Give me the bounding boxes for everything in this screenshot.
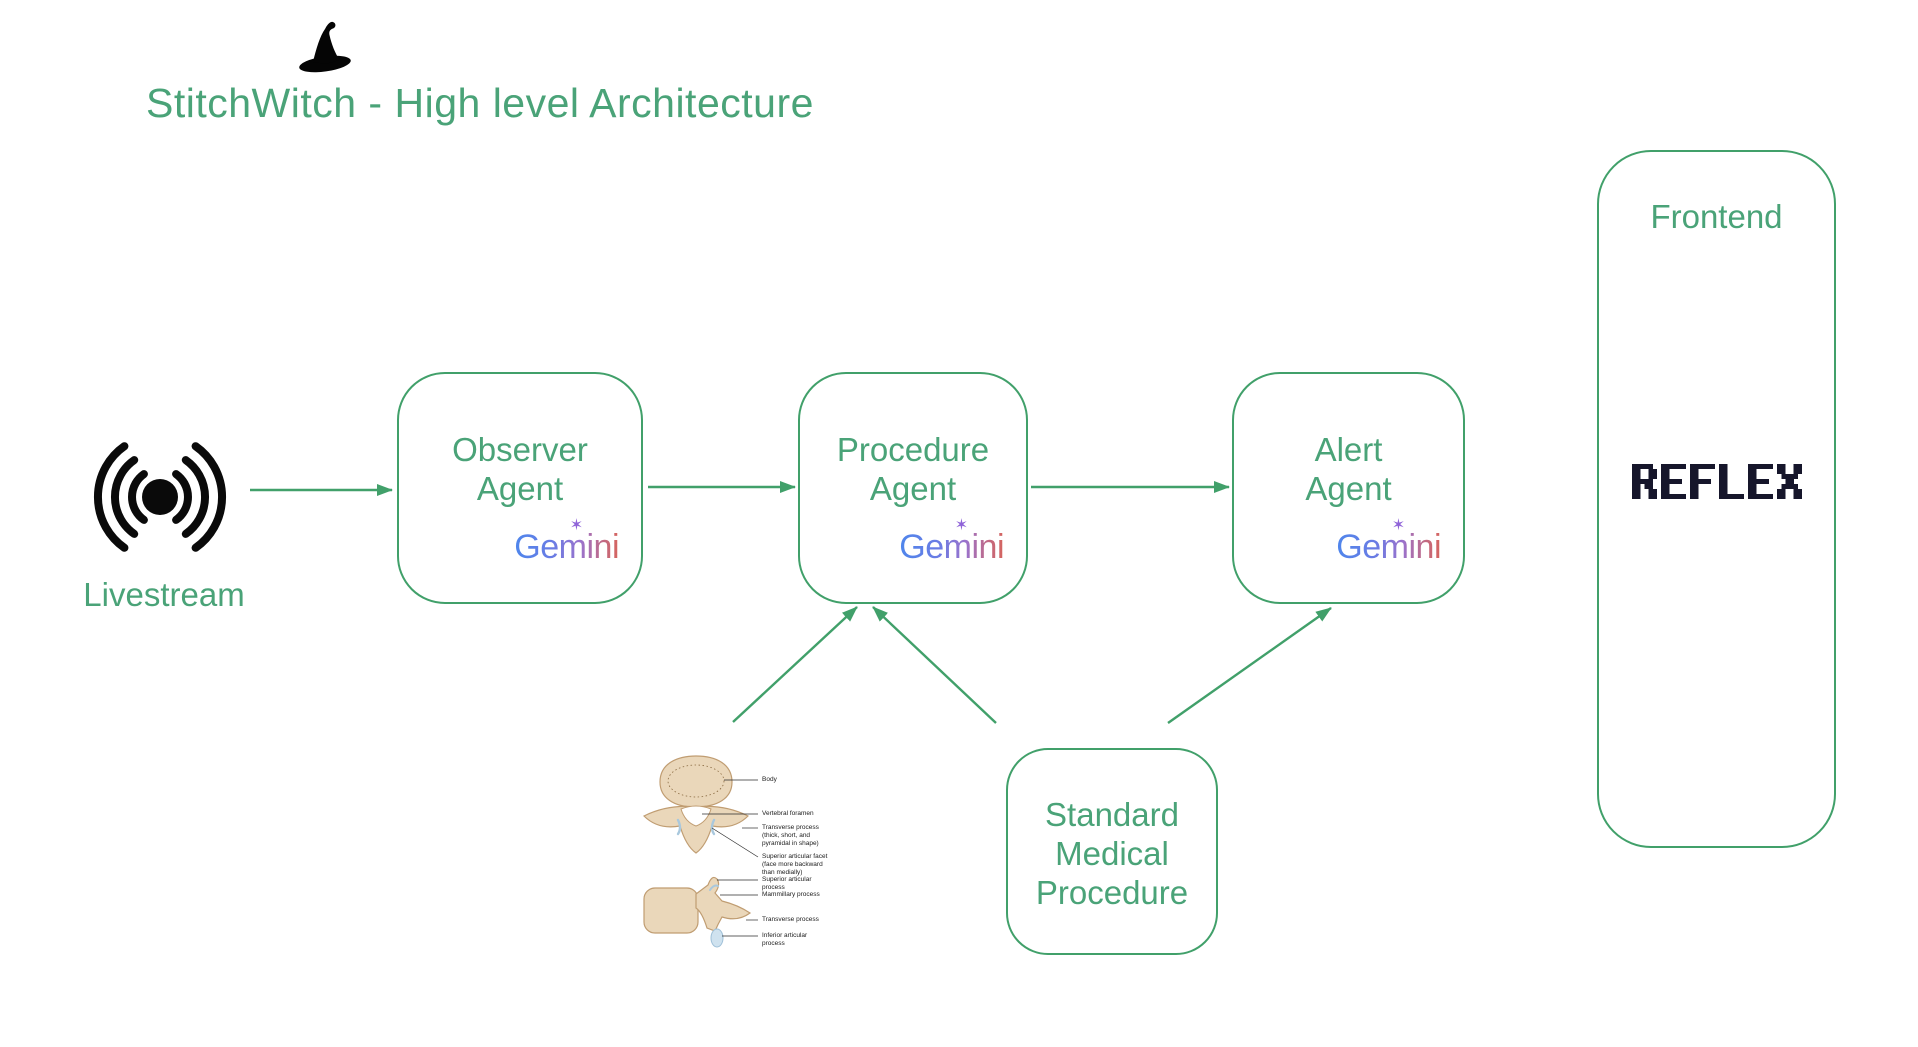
gemini-wordmark: Gemini [899,528,1004,566]
node-frontend: Frontend [1597,150,1836,848]
vertebra-illustration [642,755,759,948]
smp-label: Standard Medical Procedure [1035,796,1189,911]
node-standard-medical-procedure: Standard Medical Procedure [1006,748,1218,955]
node-observer-agent: Observer Agent ✶ Gemini [397,372,643,604]
broadcast-icon [94,442,226,552]
livestream-label: Livestream [83,576,245,613]
gemini-wordmark: Gemini [1336,528,1441,566]
page-title: StitchWitch - High level Architecture [146,80,814,126]
vertebra-figure: Body Vertebral foramen Transverse proces… [638,752,853,977]
reflex-logo [1631,464,1802,499]
witch-hat-icon [299,21,351,73]
edge-smp-procedure [872,606,997,724]
alert-agent-label: Alert Agent [1305,431,1392,507]
gemini-logo: ✶ Gemini [514,517,619,572]
gemini-wordmark: Gemini [514,528,619,566]
vertebra-label-sup-process: Superior articular process [762,876,812,891]
vertebra-label-foramen: Vertebral foramen [762,810,814,817]
vertebra-label-transverse-side: Transverse process [762,916,819,923]
gemini-logo: ✶ Gemini [899,517,1004,572]
observer-agent-label: Observer Agent [452,431,588,507]
vertebra-label-transverse-top: Transverse process (thick, short, and py… [762,824,819,847]
vertebra-label-facet: Superior articular facet (face more back… [762,853,828,876]
gemini-sparkle-icon: ✶ [1391,517,1406,534]
node-alert-agent: Alert Agent ✶ Gemini [1232,372,1465,604]
gemini-sparkle-icon: ✶ [954,517,969,534]
node-procedure-agent: Procedure Agent ✶ Gemini [798,372,1028,604]
edge-smp-alert [1167,607,1332,724]
gemini-sparkle-icon: ✶ [569,517,584,534]
edge-vertebra-procedure [732,606,858,723]
vertebra-label-body: Body [762,776,777,783]
frontend-label: Frontend [1650,198,1783,235]
procedure-agent-label: Procedure Agent [836,431,990,507]
gemini-logo: ✶ Gemini [1336,517,1441,572]
vertebra-label-mammillary: Mammillary process [762,891,820,898]
vertebra-label-inf-process: Inferior articular process [762,932,808,947]
